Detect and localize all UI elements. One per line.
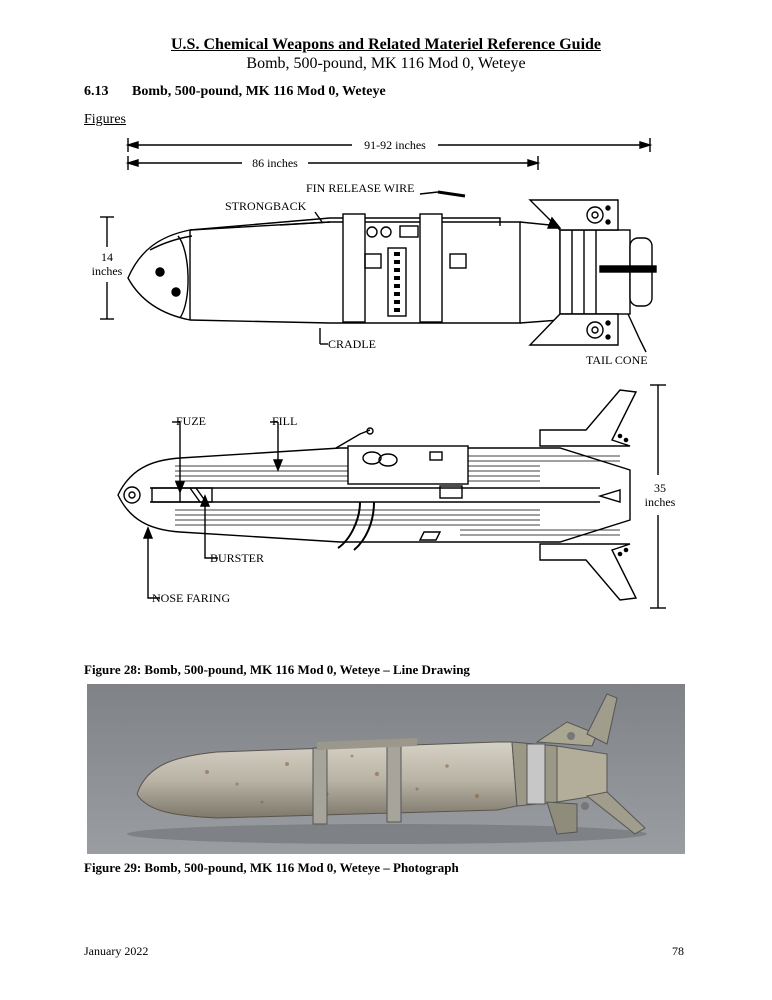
section-number: 6.13 — [84, 84, 109, 99]
dimension-overall — [125, 138, 653, 152]
line-drawing: 91-92 inches 86 inches 14 inches FIN REL… — [92, 138, 676, 609]
bomb-photograph — [87, 684, 685, 854]
label-fin-release-wire: FIN RELEASE WIRE — [306, 181, 414, 195]
bomb-side-view — [127, 190, 657, 346]
dim-body-label: 86 inches — [252, 156, 298, 170]
label-cradle: CRADLE — [328, 337, 376, 351]
dim-span-value: 35 — [654, 481, 666, 495]
label-strongback: STRONGBACK — [225, 199, 307, 213]
figure-29-caption: Figure 29: Bomb, 500-pound, MK 116 Mod 0… — [84, 860, 459, 875]
dim-diameter-value: 14 — [101, 250, 113, 264]
footer-page-number: 78 — [672, 944, 684, 958]
dim-diameter-unit: inches — [92, 264, 123, 278]
dimension-body — [125, 156, 541, 170]
bomb-cutaway-view — [117, 389, 638, 601]
strongback-leader — [314, 211, 323, 223]
label-fuze: FUZE — [176, 414, 206, 428]
guide-title: U.S. Chemical Weapons and Related Materi… — [170, 36, 602, 53]
label-burster: BURSTER — [210, 551, 264, 565]
footer-date: January 2022 — [84, 944, 149, 958]
label-tail-cone: TAIL CONE — [586, 353, 648, 367]
section-title: Bomb, 500-pound, MK 116 Mod 0, Weteye — [132, 84, 386, 99]
label-nose-faring: NOSE FARING — [152, 591, 230, 605]
dimension-span — [650, 384, 666, 609]
label-fill: FILL — [272, 414, 297, 428]
dim-span-unit: inches — [645, 495, 676, 509]
nose-faring-leader — [147, 530, 160, 599]
figure-28-caption: Figure 28: Bomb, 500-pound, MK 116 Mod 0… — [84, 662, 470, 677]
figures-label: Figures — [84, 112, 126, 127]
tail-cone-leader — [627, 313, 647, 353]
burster-leader — [204, 498, 218, 559]
dim-overall-label: 91-92 inches — [364, 138, 426, 152]
dimension-diameter — [100, 216, 114, 320]
guide-subtitle: Bomb, 500-pound, MK 116 Mod 0, Weteye — [246, 55, 526, 72]
